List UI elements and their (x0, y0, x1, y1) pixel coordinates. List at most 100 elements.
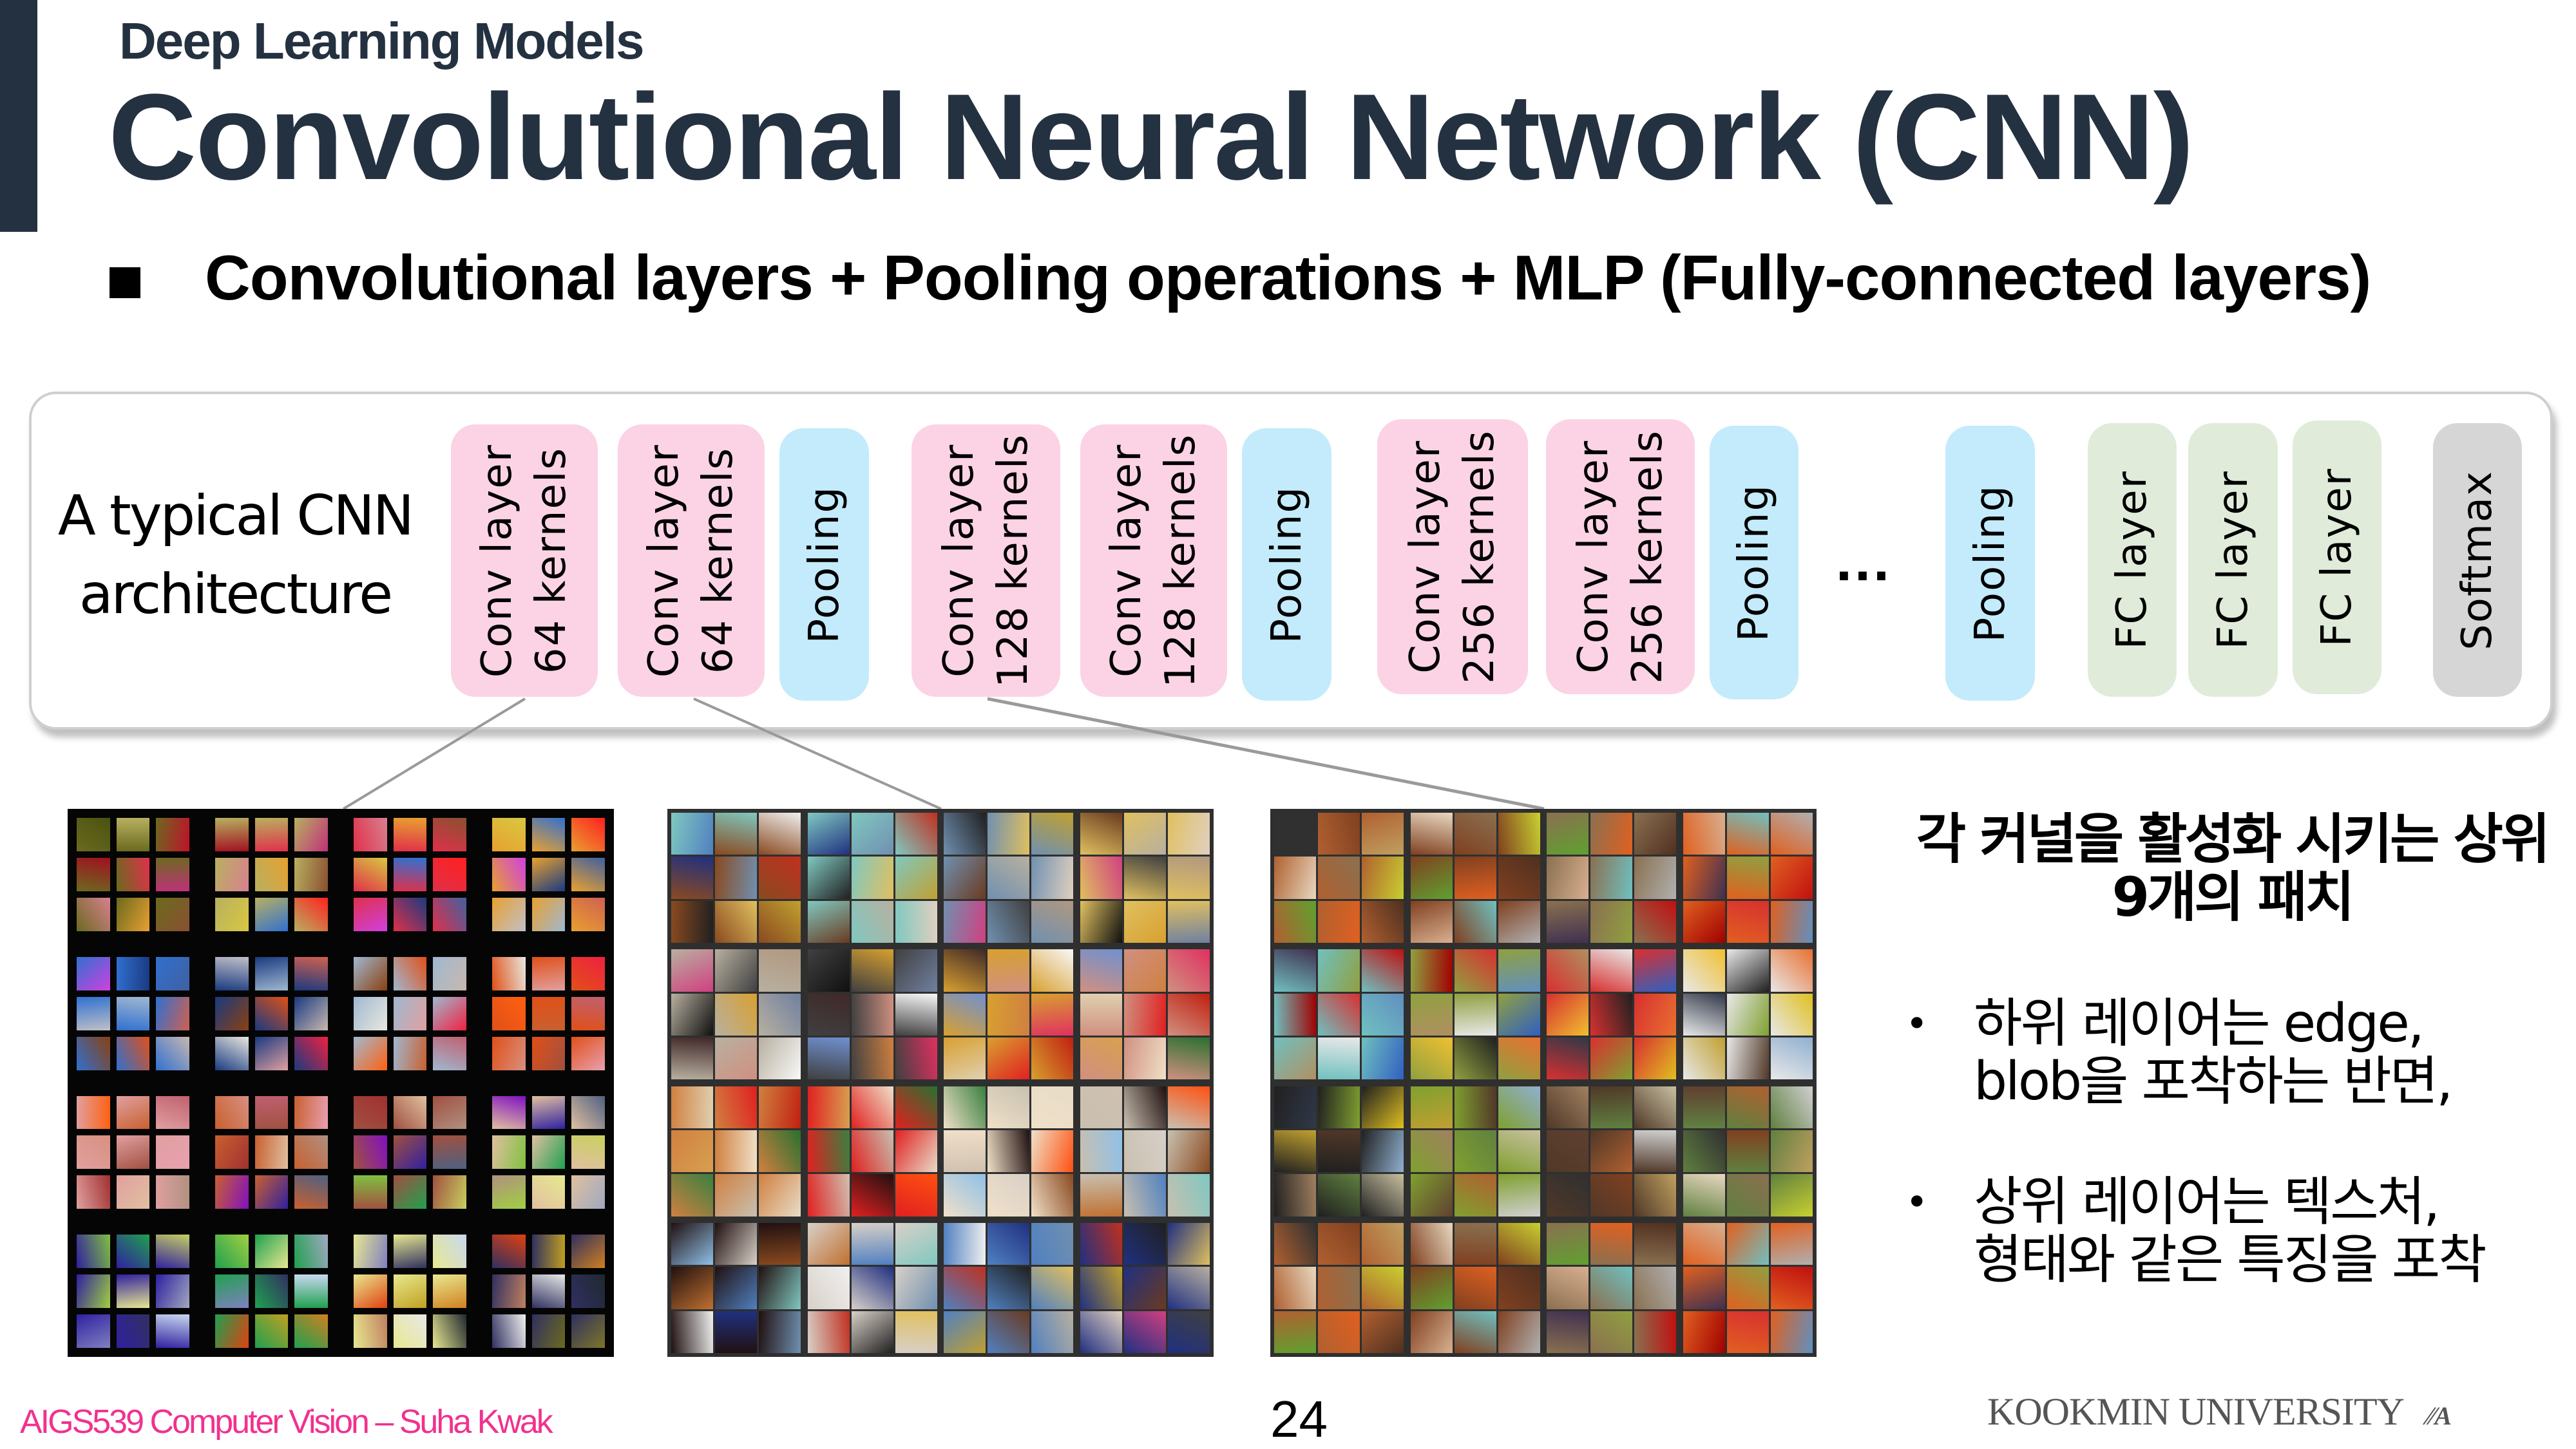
image-patch (1683, 813, 1725, 855)
image-patch (393, 1175, 427, 1209)
layer-fc-13: FC layer (2293, 421, 2381, 694)
image-patch (492, 897, 526, 931)
image-patch (1634, 949, 1677, 992)
image-patch (715, 1037, 758, 1080)
kernel-patch-group (1683, 1086, 1813, 1217)
kernel-patch-group (1683, 813, 1813, 943)
image-patch (571, 1135, 605, 1170)
kernel-patch-group (807, 1086, 938, 1217)
image-patch (1547, 857, 1589, 899)
kernel-patch-group (492, 956, 605, 1070)
explanation-bullet-line2: blob을 포착하는 반면, (1974, 1051, 2453, 1112)
image-patch (1770, 1222, 1813, 1265)
image-patch (1770, 1267, 1813, 1309)
image-patch (116, 1095, 150, 1130)
kernel-patch-group (215, 1095, 328, 1209)
kernel-patch-group (77, 1235, 189, 1348)
image-patch (156, 1274, 189, 1309)
image-patch (254, 1235, 289, 1269)
image-patch (1770, 857, 1813, 899)
image-patch (354, 996, 387, 1030)
image-patch (1031, 1174, 1074, 1217)
image-patch (433, 996, 466, 1030)
image-patch (1498, 1130, 1540, 1173)
image-patch (116, 1175, 150, 1209)
image-patch (895, 857, 937, 899)
image-patch (895, 1037, 937, 1080)
architecture-label-line1: A typical CNN (57, 484, 414, 548)
image-patch (1274, 1086, 1317, 1128)
image-patch (1362, 1086, 1404, 1128)
image-patch (1167, 949, 1210, 992)
image-patch (1080, 857, 1122, 899)
image-patch (1726, 1174, 1769, 1217)
kernel-patch-group (354, 956, 466, 1070)
layer-pool-3: Pooling (779, 428, 869, 701)
layer-label: Softmax (2454, 469, 2501, 650)
image-patch (1498, 1086, 1540, 1128)
image-patch (1123, 1311, 1166, 1353)
image-patch (1274, 857, 1317, 899)
layer-label: Conv layer 128 kernels (935, 433, 1037, 688)
image-patch (987, 813, 1030, 855)
image-patch (759, 857, 801, 899)
image-patch (433, 818, 466, 851)
image-patch (156, 857, 189, 891)
image-patch (1123, 857, 1166, 899)
image-patch (215, 1314, 249, 1348)
image-patch (1318, 813, 1360, 855)
image-patch (1770, 1130, 1813, 1173)
image-patch (807, 1130, 850, 1173)
image-patch (254, 1314, 289, 1348)
image-patch (393, 956, 427, 990)
image-patch (807, 1174, 850, 1217)
image-patch (987, 900, 1030, 943)
image-patch (1547, 949, 1589, 992)
image-patch (1590, 993, 1633, 1036)
image-patch (215, 857, 249, 891)
image-patch (1274, 1267, 1317, 1309)
image-patch (1726, 1130, 1769, 1173)
image-patch (294, 1314, 328, 1348)
kernel-patch-group (944, 1222, 1074, 1353)
image-patch (851, 1222, 893, 1265)
image-patch (715, 1086, 758, 1128)
image-patch (759, 949, 801, 992)
image-patch (1770, 993, 1813, 1036)
square-bullet-icon (110, 267, 140, 298)
image-patch (1031, 900, 1074, 943)
image-patch (1123, 949, 1166, 992)
image-patch (571, 996, 605, 1030)
image-patch (116, 857, 150, 891)
image-patch (294, 1095, 328, 1130)
image-patch (671, 857, 714, 899)
image-patch (1590, 1037, 1633, 1080)
bullet-dot-icon: • (1905, 1180, 1928, 1225)
image-patch (1318, 993, 1360, 1036)
image-patch (77, 996, 110, 1030)
image-patch (254, 1175, 289, 1209)
image-patch (1634, 1086, 1677, 1128)
image-patch (759, 1086, 801, 1128)
image-patch (1318, 949, 1360, 992)
image-patch (156, 956, 189, 990)
image-patch (1726, 900, 1769, 943)
image-patch (895, 1174, 937, 1217)
kernel-patch-group (944, 1086, 1074, 1217)
kernel-patch-group (492, 1235, 605, 1348)
image-patch (1274, 900, 1317, 943)
image-patch (1454, 900, 1496, 943)
image-patch (156, 1235, 189, 1269)
image-patch (1634, 900, 1677, 943)
kernel-patch-group (77, 818, 189, 931)
kernel-patch-group (807, 1222, 938, 1353)
image-patch (492, 1095, 526, 1130)
image-patch (215, 897, 249, 931)
image-patch (1454, 1311, 1496, 1353)
image-patch (1547, 1222, 1589, 1265)
kernel-patch-group (671, 1222, 801, 1353)
image-patch (1167, 1311, 1210, 1353)
image-patch (944, 1267, 986, 1309)
kernel-patch-group (492, 818, 605, 931)
kernel-patch-group (1683, 1222, 1813, 1353)
